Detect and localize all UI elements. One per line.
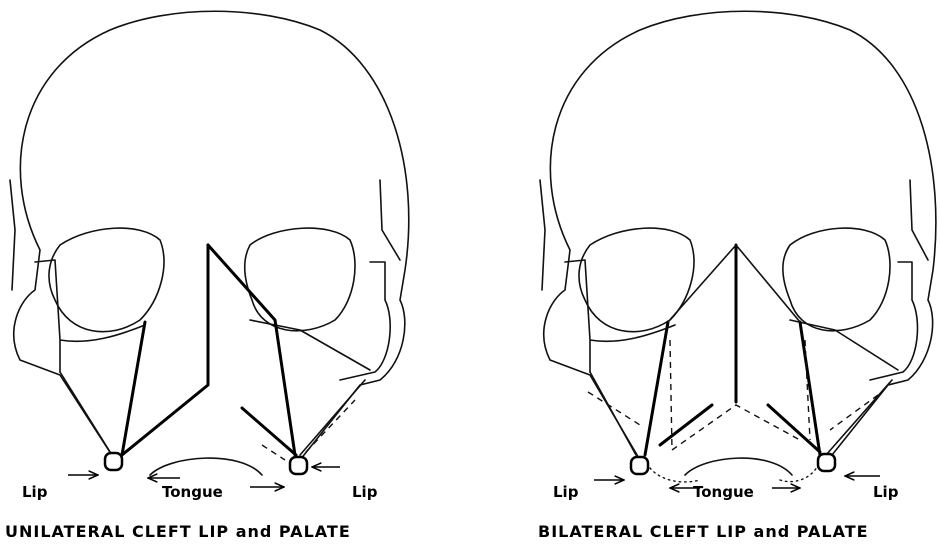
lip-label-right: Lip	[352, 483, 378, 501]
orbit-right	[245, 228, 355, 331]
lip-label-right: Lip	[873, 483, 899, 501]
orbit-right	[783, 228, 890, 331]
caption-bilateral: BILATERAL CLEFT LIP and PALATE	[538, 522, 869, 541]
panel-unilateral: Lip Tongue Lip UNILATERAL CLEFT LIP and …	[5, 11, 409, 541]
jaw-left	[590, 372, 636, 455]
cheek-right	[250, 262, 390, 380]
maxilla-left-segment	[645, 322, 668, 455]
maxilla-center-left	[122, 245, 208, 455]
cleft-segment-left	[660, 405, 712, 445]
tongue-arc	[150, 458, 262, 475]
cheek-left	[565, 260, 675, 372]
cheek-right	[790, 262, 918, 380]
tongue-arc	[685, 458, 792, 475]
dashed-left	[588, 340, 672, 450]
lip-nub-right	[290, 457, 307, 474]
orbit-left	[49, 228, 164, 332]
panel-bilateral: Lip Tongue Lip BILATERAL CLEFT LIP and P…	[538, 11, 936, 541]
premaxilla-lines	[668, 245, 800, 322]
jaw-left	[60, 372, 112, 455]
skull-side-left	[540, 180, 928, 290]
jaw-right	[300, 380, 365, 455]
lip-nub-left	[105, 453, 122, 470]
lip-label-left: Lip	[22, 483, 48, 501]
lip-label-left: Lip	[553, 483, 579, 501]
caption-unilateral: UNILATERAL CLEFT LIP and PALATE	[5, 522, 351, 541]
tongue-label: Tongue	[162, 483, 223, 501]
orbit-left	[579, 228, 694, 332]
dashed-lip-line	[262, 445, 285, 460]
dashed-palate	[672, 405, 800, 450]
cheek-left	[35, 260, 145, 372]
skull-outline	[544, 11, 936, 460]
dotted-lip-right	[780, 465, 818, 482]
jaw-right	[826, 380, 892, 455]
lip-nub-left	[631, 457, 648, 474]
maxilla-center-right	[208, 245, 295, 455]
lip-nub-right	[818, 454, 835, 471]
tongue-label: Tongue	[693, 483, 754, 501]
maxilla-left-segment	[122, 322, 145, 455]
